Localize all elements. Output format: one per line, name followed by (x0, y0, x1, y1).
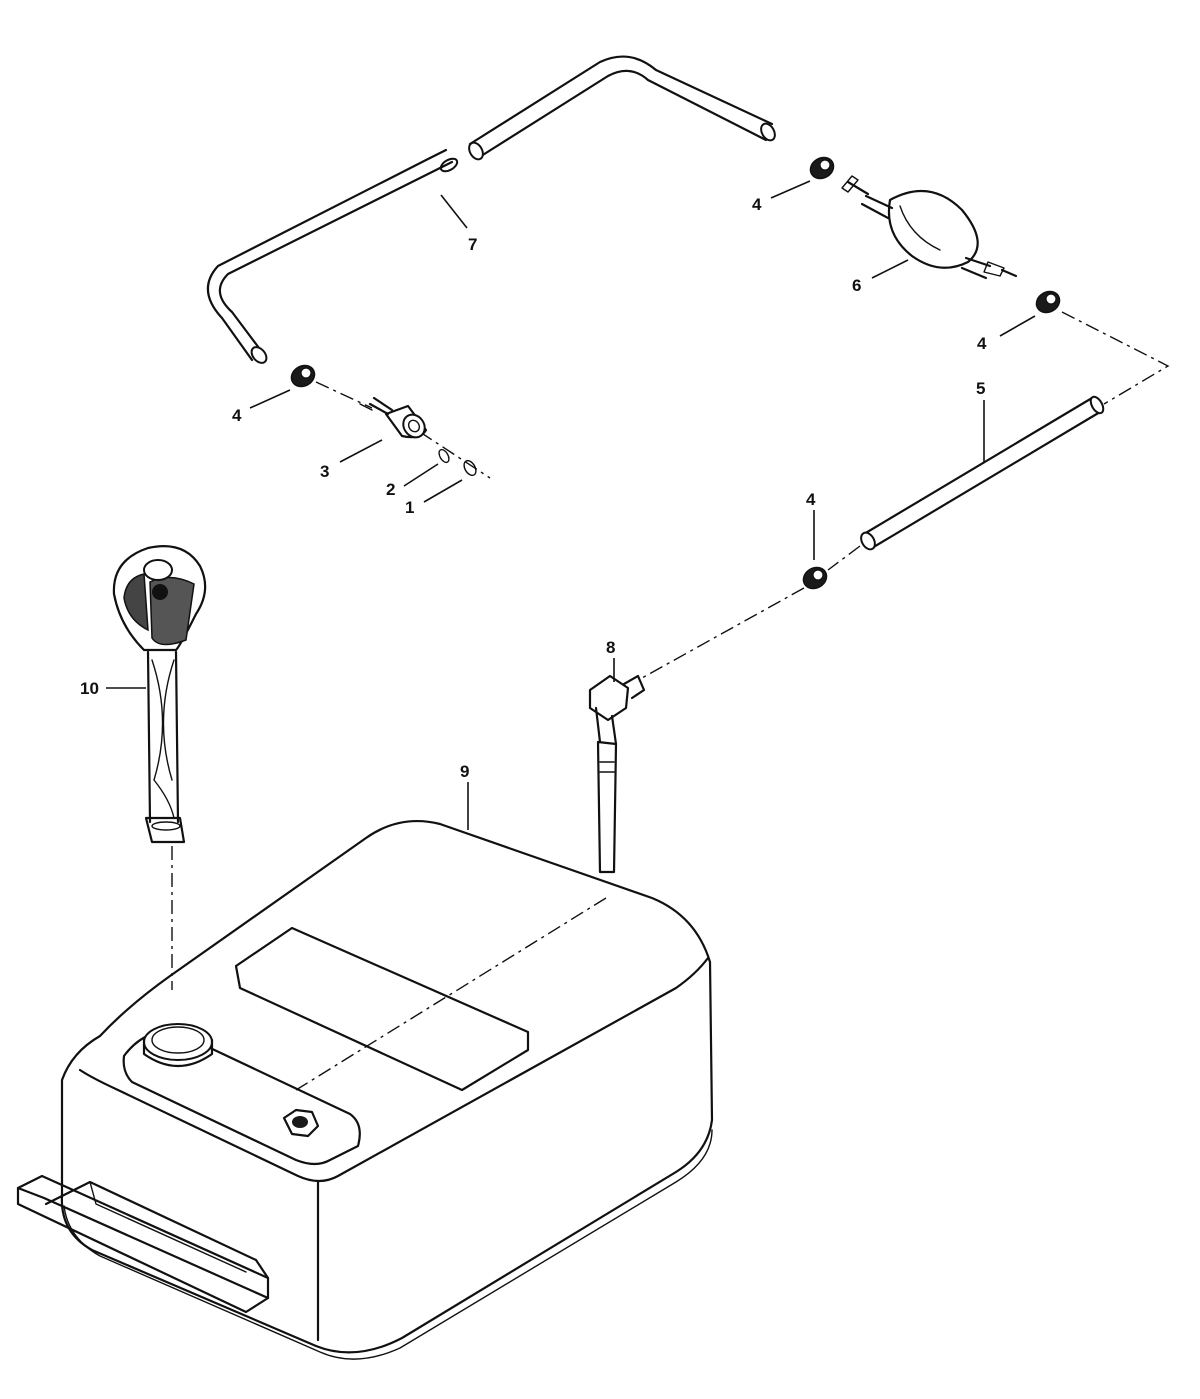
fuel-connector (359, 396, 428, 439)
callout-label-3: 3 (320, 462, 329, 481)
fuel-tank (16, 820, 714, 1360)
callout-1: 1 (405, 479, 463, 517)
hose-clamp-upper-left (290, 364, 316, 388)
primer-bulb (841, 175, 1018, 280)
callout-4-upper-left: 4 (232, 389, 291, 425)
callout-7: 7 (440, 194, 477, 254)
callout-4-lower-right: 4 (977, 315, 1036, 353)
callout-label-6: 6 (852, 276, 861, 295)
fuel-gauge (112, 545, 207, 844)
callout-label-2: 2 (386, 480, 395, 499)
callout-4-upper-right: 4 (752, 180, 811, 214)
o-ring-2 (438, 448, 450, 464)
callout-label-4-lower-right: 4 (977, 334, 987, 353)
callout-label-8: 8 (606, 638, 615, 657)
callout-label-4-upper-left: 4 (232, 406, 242, 425)
callout-6: 6 (852, 259, 909, 295)
assembly-center-lines (171, 311, 1170, 1091)
callout-label-7: 7 (468, 235, 477, 254)
callout-3: 3 (320, 439, 383, 481)
callout-label-4-mid: 4 (806, 490, 816, 509)
hose-clamp-upper-right (809, 156, 835, 180)
fuel-hose-straight (860, 395, 1105, 551)
callout-2: 2 (386, 463, 439, 499)
hose-clamp-lower-right (1035, 290, 1061, 314)
callout-label-4-upper-right: 4 (752, 195, 762, 214)
callout-label-5: 5 (976, 379, 985, 398)
fuel-hose-upper (206, 55, 776, 364)
callout-label-1: 1 (405, 498, 414, 517)
callout-label-10: 10 (80, 679, 99, 698)
hose-clamp-mid (802, 566, 828, 590)
callout-10: 10 (80, 679, 146, 698)
o-ring-1 (463, 459, 477, 477)
callout-8: 8 (606, 638, 615, 682)
callout-4-mid: 4 (806, 490, 816, 560)
callout-9: 9 (460, 762, 469, 830)
fuel-pickup-elbow (588, 674, 646, 874)
callout-label-9: 9 (460, 762, 469, 781)
callout-5: 5 (976, 379, 985, 462)
